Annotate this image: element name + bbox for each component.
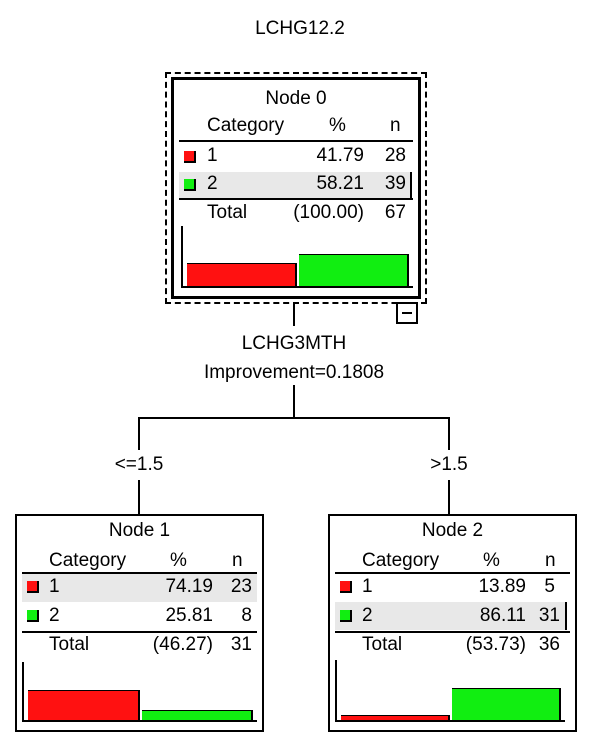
node-2-bar-category-2 — [452, 688, 561, 720]
node-1-header-category: Category — [49, 550, 127, 571]
node-1-bar-chart — [22, 662, 257, 722]
node-0-bar-category-2 — [299, 254, 409, 286]
node-2-row-1-percent: 13.89 — [478, 576, 526, 597]
node-0-total-label: Total — [207, 202, 248, 223]
node-1-header-n: n — [232, 550, 243, 571]
tree-title: LCHG12.2 — [255, 18, 345, 39]
node-2-row-highlight — [335, 602, 565, 630]
node-1-row-1-n: 23 — [230, 576, 252, 597]
node-0-row-highlight-edge — [410, 172, 412, 198]
category-2-swatch — [184, 179, 196, 191]
node-1-row-2-category: 2 — [49, 605, 60, 626]
node-1-total-label: Total — [49, 634, 90, 655]
node-0-bar-chart — [181, 226, 413, 288]
node-2[interactable]: Node 2 Category % n 1 13.89 5 2 86.11 31… — [328, 514, 577, 732]
category-1-swatch — [27, 581, 39, 593]
node-0-title: Node 0 — [265, 88, 327, 109]
node-2-total-rule — [335, 631, 570, 633]
node-0-row-2-percent: 58.21 — [316, 173, 364, 194]
collapse-node-0-button[interactable] — [396, 302, 418, 324]
node-1-row-2-percent: 25.81 — [165, 605, 213, 626]
node-1-bar-category-1 — [28, 690, 140, 720]
node-2-header-category: Category — [362, 550, 440, 571]
node-1-title: Node 1 — [108, 520, 171, 541]
node-0-row-2-category: 2 — [207, 173, 218, 194]
category-2-swatch — [27, 610, 39, 622]
node-0-header-rule — [179, 140, 413, 142]
node-1-header-percent: % — [170, 550, 187, 571]
category-1-swatch — [184, 151, 196, 163]
node-1-bar-category-2 — [141, 709, 253, 720]
node-1-row-1-category: 1 — [49, 576, 60, 597]
node-1-header-rule — [22, 572, 257, 574]
right-branch-label: >1.5 — [430, 454, 468, 475]
category-2-swatch — [340, 610, 352, 622]
node-2-header-rule — [335, 572, 570, 574]
node-2-row-2-category: 2 — [362, 605, 373, 626]
node-0[interactable]: Node 0 Category % n 1 41.79 28 2 58.21 3… — [171, 77, 421, 299]
node-1-row-highlight — [22, 574, 257, 602]
node-0-row-2-n: 39 — [384, 173, 406, 194]
node-0-bar-category-1 — [187, 263, 297, 286]
node-0-total-n: 67 — [384, 202, 406, 223]
node-2-bar-category-1 — [341, 714, 450, 720]
node-0-header-n: n — [390, 115, 401, 136]
node-0-header-category: Category — [207, 115, 285, 136]
node-1-row-2-n: 8 — [241, 605, 252, 626]
node-0-row-1-n: 28 — [384, 145, 406, 166]
node-1-total-rule — [22, 631, 257, 633]
node-0-header-percent: % — [329, 115, 346, 136]
node-0-row-highlight — [179, 172, 411, 198]
node-2-row-1-n: 5 — [544, 576, 555, 597]
node-2-title: Node 2 — [421, 520, 484, 541]
node-2-total-percent: (53.73) — [465, 634, 526, 655]
node-0-row-1-percent: 41.79 — [316, 145, 364, 166]
left-branch-label: <=1.5 — [114, 454, 164, 475]
node-2-header-n: n — [545, 550, 556, 571]
node-2-row-2-percent: 86.11 — [479, 605, 526, 626]
node-2-bar-chart — [335, 660, 565, 722]
node-0-selection-frame — [165, 72, 427, 304]
node-0-total-rule — [179, 198, 413, 200]
split-improvement: Improvement=0.1808 — [203, 362, 385, 383]
category-1-swatch — [340, 581, 352, 593]
node-1-total-percent: (46.27) — [152, 634, 213, 655]
node-1[interactable]: Node 1 Category % n 1 74.19 23 2 25.81 8… — [15, 514, 264, 732]
node-0-total-percent: (100.00) — [293, 202, 364, 223]
node-2-row-2-n: 31 — [538, 605, 560, 626]
node-1-row-1-percent: 74.19 — [165, 576, 213, 597]
node-2-total-label: Total — [362, 634, 403, 655]
node-1-total-n: 31 — [230, 634, 252, 655]
node-2-total-n: 36 — [538, 634, 560, 655]
node-2-header-percent: % — [483, 550, 500, 571]
node-2-row-highlight-edge — [565, 602, 567, 630]
node-2-row-1-category: 1 — [362, 576, 373, 597]
split-variable: LCHG3MTH — [241, 333, 347, 354]
node-0-row-1-category: 1 — [207, 145, 218, 166]
